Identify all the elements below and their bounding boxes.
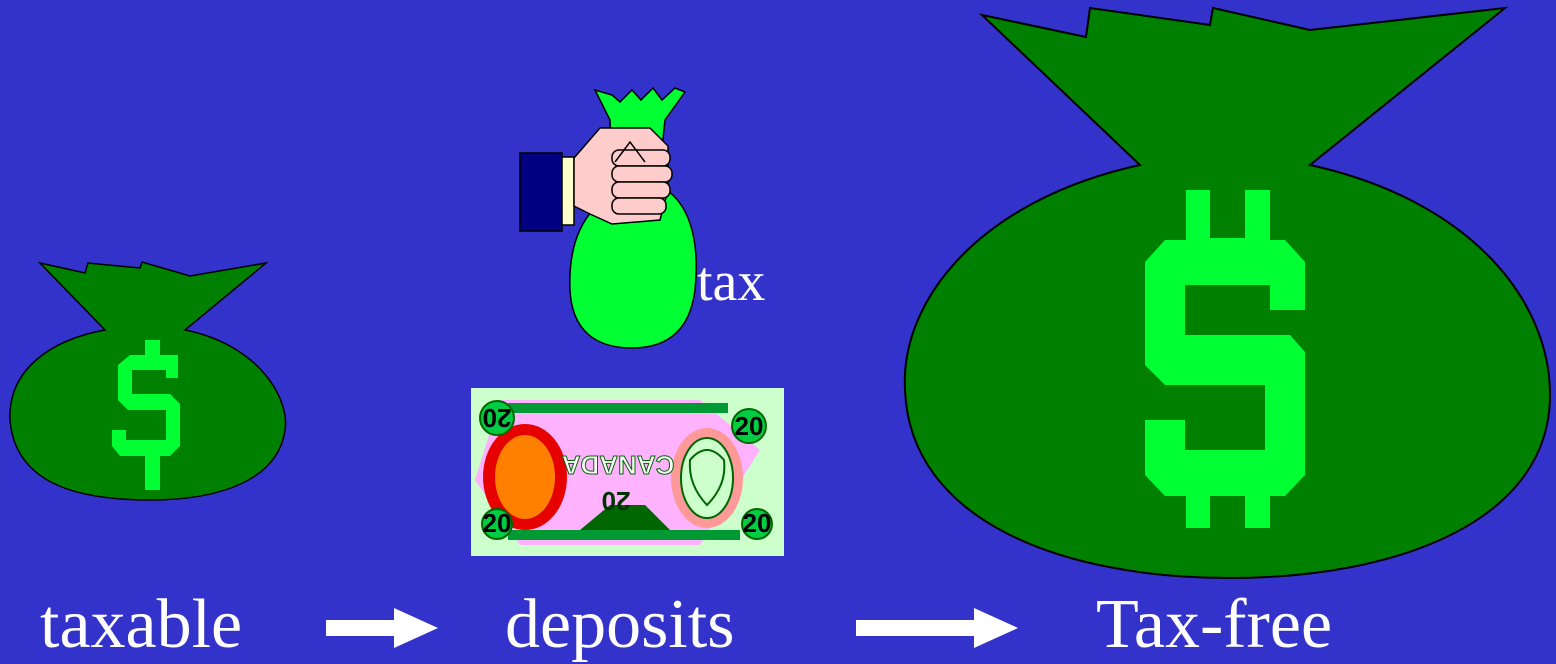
money-bag-small-icon xyxy=(9,261,287,501)
arrow-right-icon xyxy=(856,608,1018,648)
money-bag-large-icon xyxy=(903,6,1552,580)
deposits-label: deposits xyxy=(505,586,735,663)
banknote-denomination-4: 20 xyxy=(743,508,772,538)
arrow-right-icon xyxy=(326,608,438,648)
banknote-country: CANADA xyxy=(561,450,674,480)
tax-free-label: Tax-free xyxy=(1096,586,1333,663)
taxable-label: taxable xyxy=(40,586,243,663)
hand-holding-bag-icon xyxy=(519,86,697,349)
banknote-denomination-center: 20 xyxy=(602,486,631,516)
banknote-icon: 20 20 20 20 CANADA 20 xyxy=(471,388,784,556)
banknote-denomination-2: 20 xyxy=(735,411,764,441)
banknote-denomination-3: 20 xyxy=(483,508,512,538)
tax-label: tax xyxy=(697,251,766,313)
banknote-denomination-1: 20 xyxy=(483,403,512,433)
